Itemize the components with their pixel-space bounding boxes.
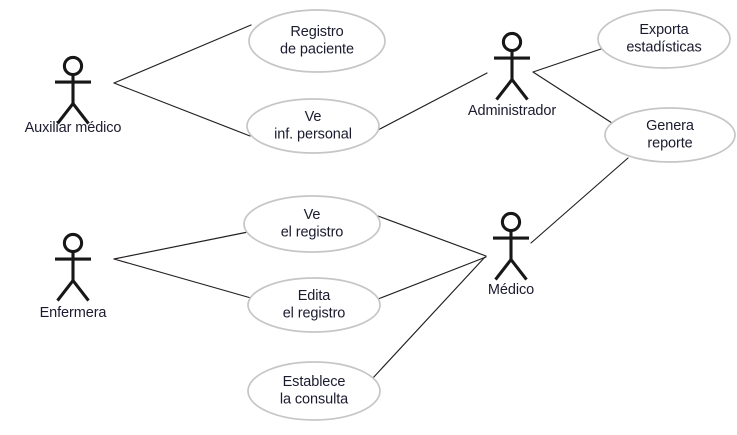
use-case-genera-reporte[interactable]: Genera reporte	[604, 107, 736, 163]
association-line[interactable]	[377, 215, 487, 257]
use-case-label: estadísticas	[626, 40, 701, 56]
use-case-ve-inf-personal[interactable]: Ve inf. personal	[246, 98, 380, 154]
actor-leg-right	[509, 258, 528, 281]
actor-head-icon	[62, 232, 84, 254]
use-case-ve-el-registro[interactable]: Ve el registro	[243, 195, 381, 253]
actor-head-icon	[501, 31, 523, 53]
association-line[interactable]	[113, 231, 249, 260]
use-case-ellipse	[247, 277, 381, 333]
association-line[interactable]	[113, 82, 251, 137]
use-case-label: la consulta	[280, 392, 349, 408]
use-case-label: Establece	[283, 374, 346, 390]
use-case-label: Genera	[646, 118, 695, 134]
association-line[interactable]	[532, 71, 613, 124]
association-line[interactable]	[377, 72, 488, 131]
actor-leg-left	[56, 279, 75, 302]
use-case-ellipse	[243, 195, 381, 253]
use-case-ellipse	[247, 361, 381, 421]
use-case-ellipse	[604, 107, 736, 163]
association-line[interactable]	[377, 256, 487, 300]
actor-leg-left	[495, 78, 514, 101]
use-case-exporta-estadisticas[interactable]: Exporta estadísticas	[597, 9, 731, 69]
association-line[interactable]	[532, 48, 602, 73]
use-case-establece-la-consulta[interactable]: Establece la consulta	[247, 361, 381, 421]
actor-medico[interactable]: Médico	[488, 211, 534, 298]
use-case-ellipse	[246, 98, 380, 154]
use-case-label: Exporta	[639, 22, 689, 38]
use-case-label: inf. personal	[274, 127, 352, 143]
actor-leg-right	[71, 102, 90, 125]
use-case-label: el registro	[281, 225, 344, 241]
actor-head-icon	[500, 211, 522, 233]
use-case-ellipse	[248, 9, 386, 73]
use-case-label: reporte	[647, 136, 692, 152]
actor-leg-right	[71, 279, 90, 302]
actor-label: Administrador	[468, 103, 556, 119]
use-case-ellipse	[597, 9, 731, 69]
actor-leg-left	[56, 102, 75, 125]
association-line[interactable]	[113, 24, 252, 84]
use-case-label: Edita	[298, 288, 332, 304]
use-case-label: el registro	[283, 306, 346, 322]
actor-head-icon	[62, 55, 84, 77]
association-line[interactable]	[113, 258, 252, 299]
actor-leg-right	[510, 78, 529, 101]
use-case-label: Ve	[304, 207, 321, 223]
use-case-label: Ve	[305, 109, 322, 125]
actor-leg-left	[494, 258, 513, 281]
actor-auxiliar-medico[interactable]: Auxiliar médico	[25, 55, 122, 136]
association-line[interactable]	[371, 256, 486, 380]
association-layer	[113, 24, 629, 380]
use-case-edita-el-registro[interactable]: Edita el registro	[247, 277, 381, 333]
actor-label: Médico	[488, 282, 534, 298]
use-case-label: de paciente	[280, 42, 354, 58]
actor-label: Auxiliar médico	[25, 120, 122, 136]
actor-label: Enfermera	[40, 305, 108, 321]
use-case-label: Registro	[290, 24, 343, 40]
association-line[interactable]	[530, 157, 629, 244]
actor-enfermera[interactable]: Enfermera	[40, 232, 108, 321]
use-case-registro-de-paciente[interactable]: Registro de paciente	[248, 9, 386, 73]
actor-administrador[interactable]: Administrador	[468, 31, 556, 119]
